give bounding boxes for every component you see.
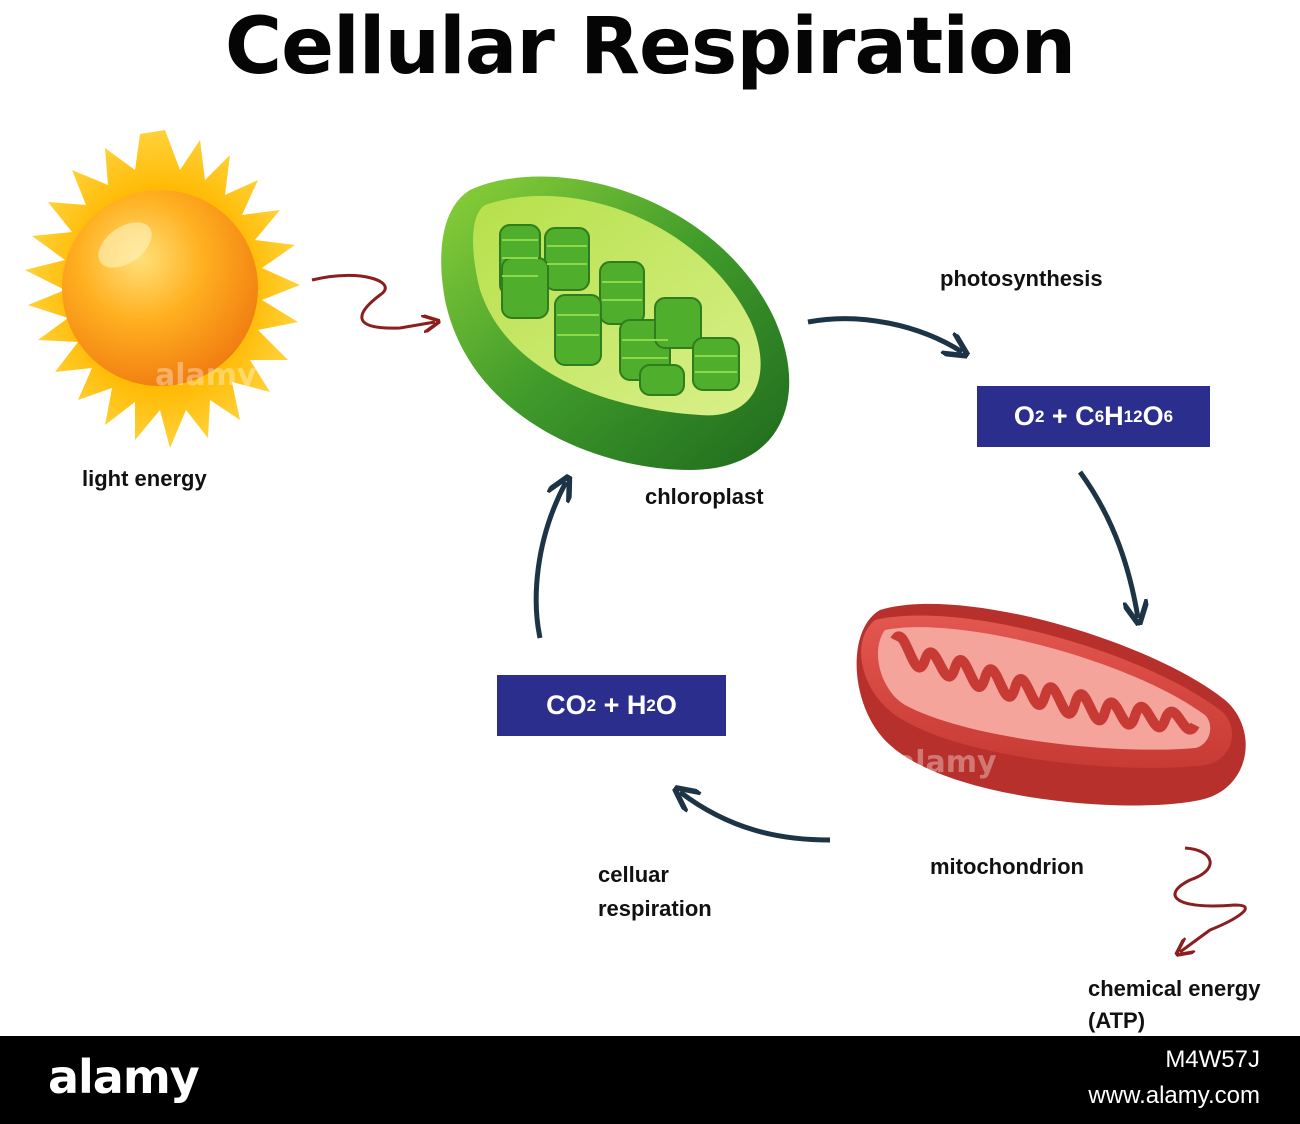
to-mitochondrion-arrow <box>1077 470 1138 618</box>
mitochondrion-label: mitochondrion <box>930 854 1084 879</box>
to-chloroplast-arrow <box>533 482 566 639</box>
photosynthesis-label: photosynthesis <box>940 266 1103 291</box>
footer-site-link[interactable]: www.alamy.com <box>1088 1082 1260 1109</box>
cellular-respiration-label-line1: celluar <box>598 862 669 887</box>
light-energy-arrow <box>311 273 435 328</box>
photosynthesis-arrow <box>807 316 962 352</box>
chloroplast-label: chloroplast <box>645 484 764 509</box>
chemical-energy-label-line1: chemical energy <box>1088 976 1261 1001</box>
sun-illustration <box>25 130 300 448</box>
watermark-mitochondrion: alamy <box>895 745 997 780</box>
footer-image-id: M4W57J <box>1165 1046 1260 1073</box>
respiration-arrow <box>680 792 831 843</box>
diagram-art <box>25 130 1247 1036</box>
mitochondrion-illustration <box>856 603 1246 806</box>
chemical-energy-label-line2: (ATP) <box>1088 1008 1146 1033</box>
chemical-energy-arrow <box>1175 846 1247 952</box>
light-energy-label: light energy <box>82 466 207 491</box>
footer-bar: alamy M4W57J www.alamy.com <box>0 1036 1300 1124</box>
chloroplast-illustration <box>441 176 790 470</box>
footer-brand-logo: alamy <box>48 1050 200 1104</box>
watermark-sun: alamy <box>155 358 257 393</box>
cellular-respiration-label-line2: respiration <box>598 896 712 921</box>
page-title: Cellular Respiration <box>224 2 1076 92</box>
